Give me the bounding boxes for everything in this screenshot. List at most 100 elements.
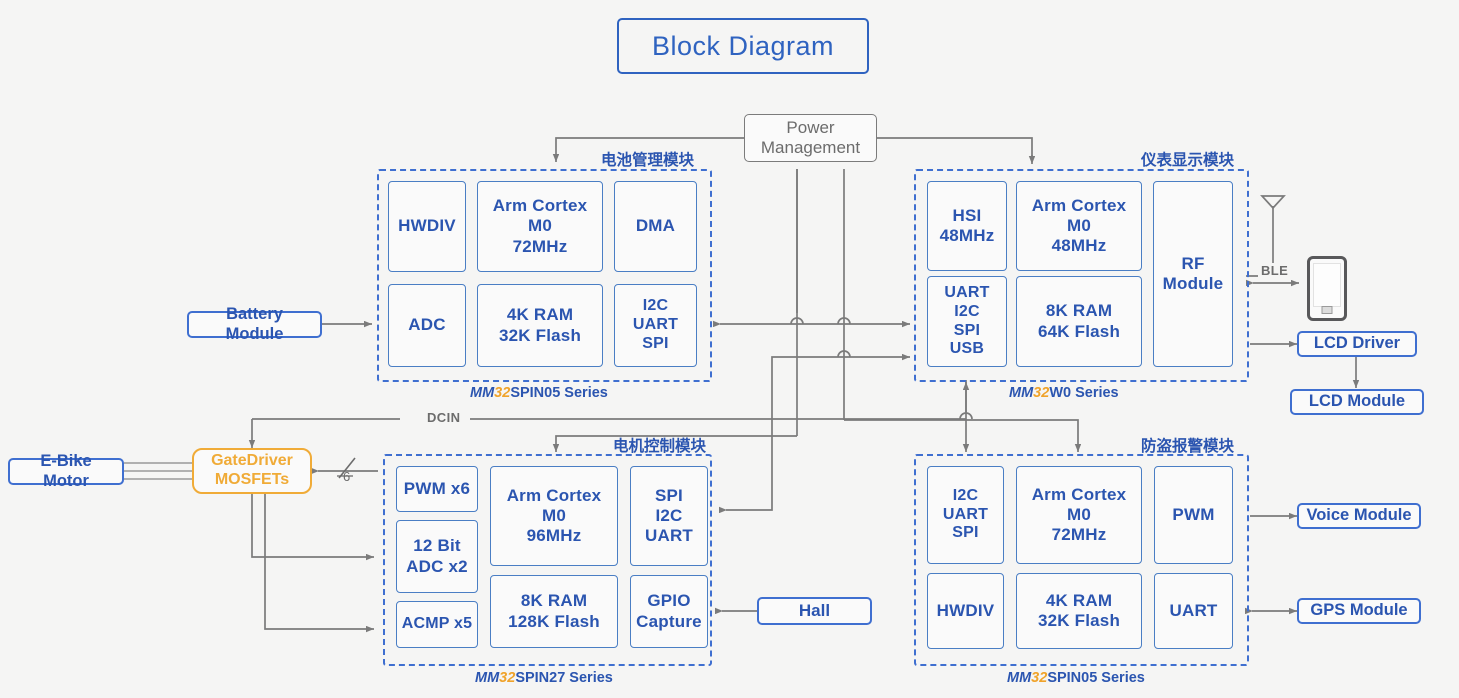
dcin-label: DCIN [424,410,464,425]
series-label-battery-management: MM32SPIN05 Series [470,385,608,401]
series-prefix: MM [470,385,495,401]
chip-line: UART [944,283,990,301]
series-suffix: SPIN27 Series [515,670,613,686]
chip-id-interfaces[interactable]: UART I2C SPI USB [927,276,1007,367]
smartphone-icon [1307,256,1347,321]
chip-bm-memory[interactable]: 4K RAM 32K Flash [477,284,603,367]
chip-line: SPI [654,485,683,505]
series-number: 32 [1031,670,1048,686]
series-number: 32 [499,670,516,686]
chip-line: 128K Flash [508,611,600,631]
chip-mc-adc[interactable]: 12 Bit ADC x2 [396,520,478,593]
chip-line: USB [949,340,985,358]
group-label-instrument-display: 仪表显示模块 [1141,152,1235,169]
series-prefix: MM [1007,670,1032,686]
chip-id-memory[interactable]: 8K RAM 64K Flash [1016,276,1142,367]
chip-line: I2C [954,302,980,320]
power-management-line1: Power [786,117,835,137]
group-instrument-display [914,169,1249,382]
chip-line: 4K RAM [1045,590,1113,610]
chip-line: Arm Cortex [1031,484,1127,504]
series-prefix: MM [1009,385,1034,401]
ble-label: BLE [1258,263,1292,278]
chip-at-memory[interactable]: 4K RAM 32K Flash [1016,573,1142,649]
chip-at-pwm[interactable]: PWM [1154,466,1233,564]
chip-bm-core[interactable]: Arm Cortex M0 72MHz [477,181,603,272]
chip-line: HSI [952,205,982,225]
series-prefix: MM [475,670,500,686]
chip-id-hsi[interactable]: HSI 48MHz [927,181,1007,271]
gate-driver-line2: MOSFETs [214,471,290,488]
chip-line: M0 [1066,504,1092,524]
chip-line: GPIO [647,591,691,611]
chip-line: 4K RAM [506,305,574,325]
chip-at-uart[interactable]: UART [1154,573,1233,649]
chip-line: I2C [655,505,683,525]
chip-bm-dma[interactable]: DMA [614,181,697,272]
chip-line: 96MHz [526,526,582,546]
battery-module-box[interactable]: Battery Module [187,305,322,343]
chip-at-interfaces[interactable]: I2C UART SPI [927,466,1004,564]
chip-line: Arm Cortex [506,485,602,505]
chip-line: M0 [1066,215,1092,235]
chip-line: Arm Cortex [1031,195,1127,215]
chip-line: Arm Cortex [492,196,588,216]
series-label-motor-control: MM32SPIN27 Series [475,670,613,686]
series-label-instrument-display: MM32W0 Series [1009,385,1119,401]
chip-bm-adc[interactable]: ADC [388,284,466,367]
chip-line: UART [632,316,679,334]
chip-line: 8K RAM [520,591,588,611]
lcd-module-box[interactable]: LCD Module [1290,389,1424,415]
series-suffix: SPIN05 Series [510,385,608,401]
six-phase-count: 6 [343,469,351,484]
ebike-motor-box[interactable]: E-Bike Motor [8,452,124,490]
six-phase-label: 6 [333,452,367,486]
lcd-driver-box[interactable]: LCD Driver [1297,331,1417,357]
chip-line: UART [942,505,989,523]
phone-home-button [1321,306,1333,314]
gate-driver-mosfets-box[interactable]: GateDriver MOSFETs [192,448,312,494]
chip-line: 48MHz [1051,236,1107,256]
chip-line: ADC x2 [406,556,468,576]
chip-mc-pwm[interactable]: PWM x6 [396,466,478,512]
group-motor-control [383,454,712,666]
chip-line: UART [644,526,693,546]
gate-driver-line1: GateDriver [211,452,293,470]
voice-module-box[interactable]: Voice Module [1297,503,1421,529]
group-label-motor-control: 电机控制模块 [613,438,707,455]
chip-line: M0 [527,216,553,236]
chip-line: RF [1181,253,1205,273]
chip-mc-core[interactable]: Arm Cortex M0 96MHz [490,466,618,566]
gps-module-box[interactable]: GPS Module [1297,598,1421,624]
power-management-box[interactable]: Power Management [744,114,877,162]
chip-line: 64K Flash [1037,321,1121,341]
group-anti-theft-alarm [914,454,1249,666]
chip-line: Module [1162,274,1224,293]
chip-bm-interfaces[interactable]: I2C UART SPI [614,284,697,367]
chip-line: 32K Flash [1037,611,1121,630]
chip-line: I2C [642,297,669,315]
series-number: 32 [1033,385,1050,401]
hall-sensor-box[interactable]: Hall [757,597,872,625]
chip-line: SPI [952,524,979,542]
series-label-anti-theft-alarm: MM32SPIN05 Series [1007,670,1145,686]
group-label-anti-theft-alarm: 防盗报警模块 [1141,438,1235,455]
chip-bm-hwdiv[interactable]: HWDIV [388,181,466,272]
chip-line: 8K RAM [1045,301,1113,321]
chip-line: I2C [952,486,979,504]
phone-screen [1313,263,1341,307]
chip-mc-interfaces[interactable]: SPI I2C UART [630,466,708,566]
chip-id-rf-module[interactable]: RF Module [1153,181,1233,367]
chip-mc-acmp[interactable]: ACMP x5 [396,601,478,648]
chip-at-hwdiv[interactable]: HWDIV [927,573,1004,649]
chip-line: 48MHz [939,226,995,245]
chip-at-core[interactable]: Arm Cortex M0 72MHz [1016,466,1142,564]
six-phase-slash-icon [337,457,356,479]
chip-id-core[interactable]: Arm Cortex M0 48MHz [1016,181,1142,271]
chip-mc-memory[interactable]: 8K RAM 128K Flash [490,575,618,648]
chip-mc-gpio-capture[interactable]: GPIO Capture [630,575,708,648]
power-management-line2: Management [760,138,861,157]
chip-line: 72MHz [1051,525,1107,545]
